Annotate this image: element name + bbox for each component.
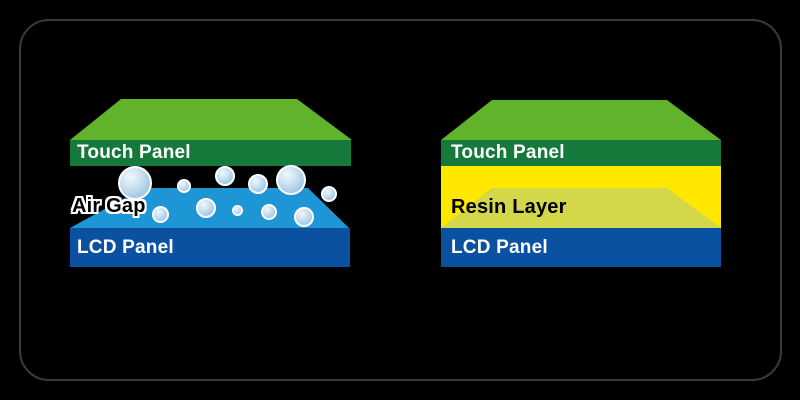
air-bubble [152,206,169,223]
touch-panel-front-face: Touch Panel [441,140,721,166]
air-gap-label: Air Gap [72,195,146,217]
air-bubble [215,166,235,186]
rounded-frame-border [19,19,782,381]
touch-panel-label: Touch Panel [77,142,191,163]
touch-panel-top-face [441,100,721,140]
resin-layer-label: Resin Layer [451,196,567,218]
air-bubble [261,204,277,220]
touch-panel-front-face: Touch Panel [70,140,351,166]
air-bubble [232,205,243,216]
air-bubble [321,186,337,202]
lcd-panel-label: LCD Panel [451,236,548,258]
touch-panel-label: Touch Panel [451,142,565,163]
air-bubble [294,207,314,227]
air-bubble [276,165,306,195]
lcd-panel-label: LCD Panel [77,236,174,258]
air-bubble [177,179,191,193]
touch-panel-top-face [70,99,352,140]
lcd-panel-front-face: LCD Panel [441,228,721,267]
air-bubble [196,198,216,218]
air-bubble [118,166,152,200]
lcd-panel-front-face: LCD Panel [70,228,350,267]
air-bubble [248,174,268,194]
resin-layer-top-face [441,188,721,228]
